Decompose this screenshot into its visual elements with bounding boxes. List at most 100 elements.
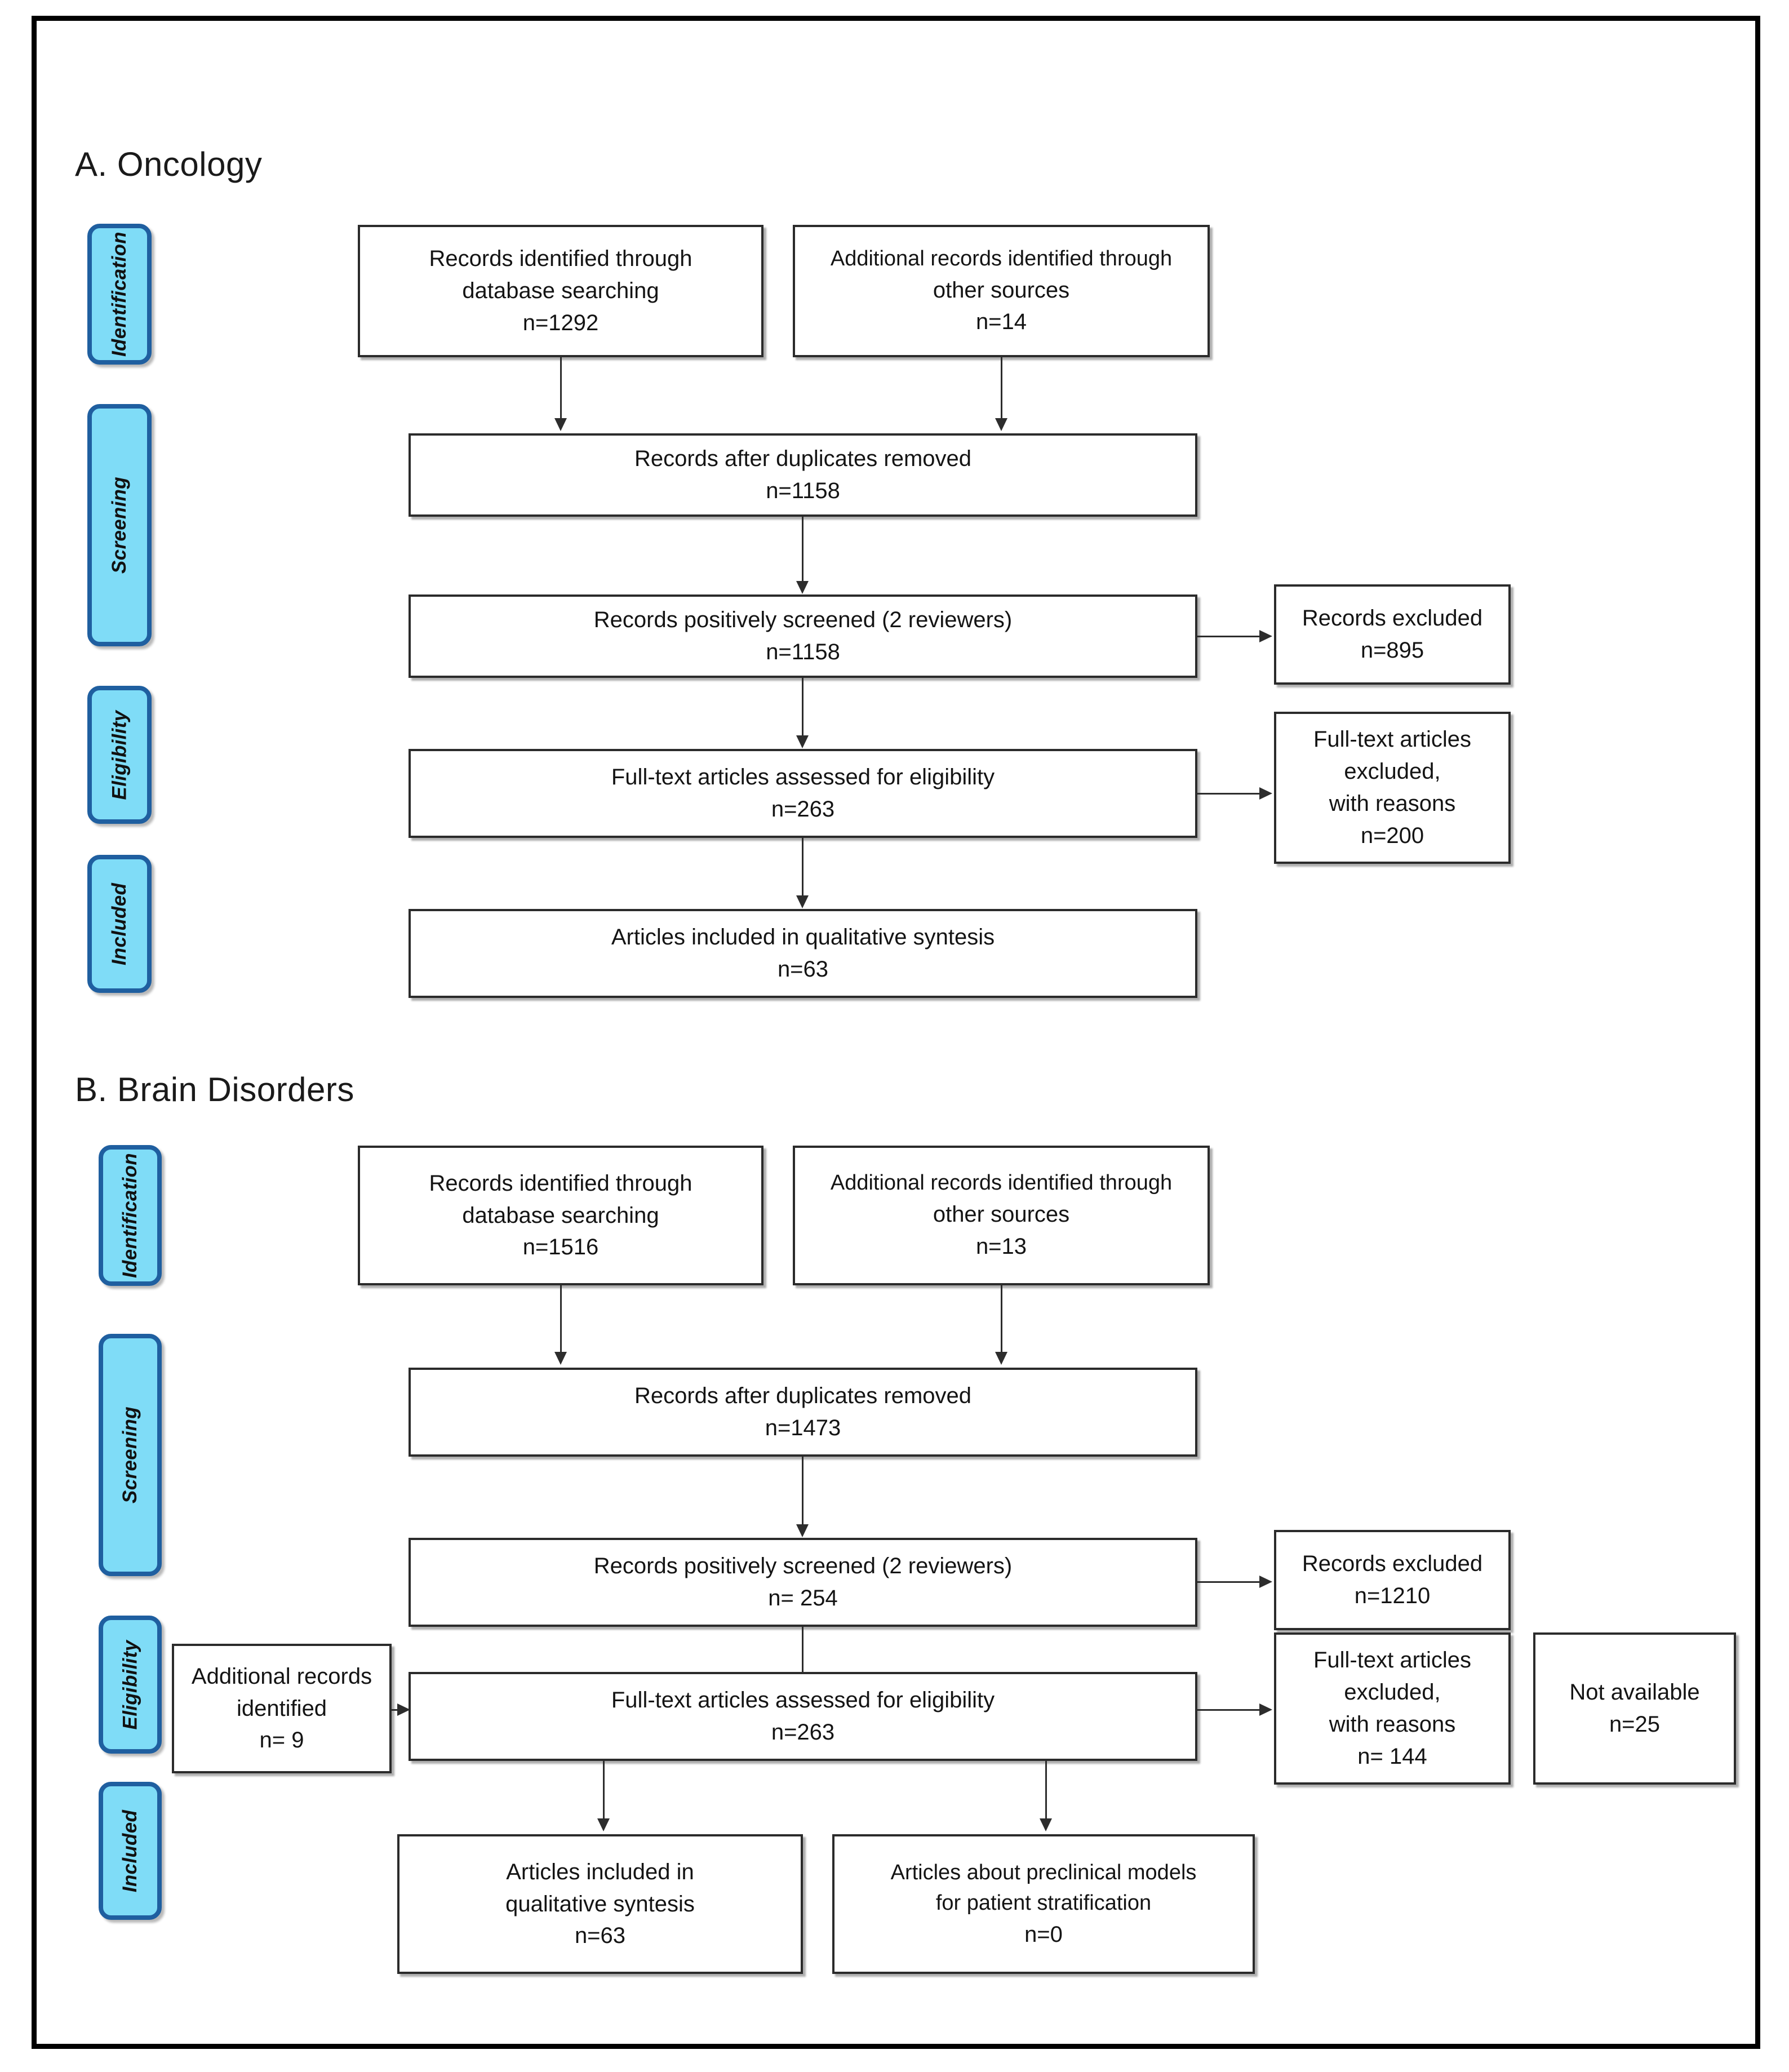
arrowhead-a-3 xyxy=(796,581,809,594)
connector-a-5 xyxy=(802,678,804,741)
box-line: Records identified through xyxy=(429,246,692,272)
connector-a-2 xyxy=(1001,357,1002,424)
box-line: Records after duplicates removed xyxy=(634,1383,972,1409)
connector-b-9 xyxy=(1045,1761,1047,1824)
box-line: excluded, xyxy=(1344,1680,1441,1705)
panel-a-stage-eligibility: Eligibility xyxy=(87,686,152,824)
arrowhead-a-1 xyxy=(554,418,567,431)
box-line: n=14 xyxy=(975,309,1027,335)
panel-a-box-records-screened: Records positively screened (2 reviewers… xyxy=(409,594,1197,678)
box-line: n=1292 xyxy=(522,310,599,335)
box-line: other sources xyxy=(933,1202,1070,1227)
box-line: n=263 xyxy=(771,1720,835,1745)
arrowhead-a-7 xyxy=(796,895,809,908)
arrowhead-b-7 xyxy=(1259,1703,1272,1716)
panel-a-box-fulltext-excluded: Full-text articles excluded, with reason… xyxy=(1274,712,1511,864)
arrowhead-b-2 xyxy=(995,1352,1007,1365)
box-line: n=895 xyxy=(1360,638,1424,663)
box-line: n=0 xyxy=(1024,1922,1063,1947)
box-line: Full-text articles xyxy=(1313,727,1472,752)
arrowhead-a-4 xyxy=(1259,630,1272,642)
stage-label: Eligibility xyxy=(108,710,130,800)
panel-b-box-included-qualitative: Articles included in qualitative syntesi… xyxy=(397,1834,803,1974)
box-line: Records identified through xyxy=(429,1170,692,1196)
panel-b-stage-eligibility: Eligibility xyxy=(99,1616,162,1754)
box-line: Additional records identified through xyxy=(830,1171,1173,1195)
stage-label: Identification xyxy=(119,1153,141,1278)
panel-b-stage-screening: Screening xyxy=(99,1334,162,1576)
box-line: Articles included in xyxy=(506,1859,694,1884)
connector-b-2 xyxy=(1001,1285,1002,1357)
box-line: n=1158 xyxy=(766,478,840,503)
figure-outer-frame: A. Oncology Identification Screening Eli… xyxy=(32,16,1760,2049)
box-line: Articles about preclinical models xyxy=(890,1860,1197,1884)
panel-a-box-records-identified-other: Additional records identified through ot… xyxy=(793,225,1210,357)
panel-b-box-fulltext-assessed: Full-text articles assessed for eligibil… xyxy=(409,1672,1197,1761)
box-line: n= 254 xyxy=(768,1586,838,1610)
box-line: qualitative syntesis xyxy=(505,1891,695,1916)
box-line: with reasons xyxy=(1329,1712,1456,1737)
box-line: Full-text articles xyxy=(1313,1648,1472,1673)
connector-a-3 xyxy=(802,517,804,587)
connector-a-6 xyxy=(1197,793,1265,795)
box-line: Records positively screened (2 reviewers… xyxy=(593,1554,1013,1579)
panel-b-box-records-identified-other: Additional records identified through ot… xyxy=(793,1146,1210,1285)
box-line: n= 9 xyxy=(259,1728,304,1753)
panel-a-box-records-identified-database: Records identified through database sear… xyxy=(358,225,763,357)
panel-b-box-records-excluded: Records excluded n=1210 xyxy=(1274,1530,1511,1630)
stage-label: Screening xyxy=(119,1407,141,1503)
panel-a-stage-screening: Screening xyxy=(87,404,152,646)
box-line: n=1158 xyxy=(766,640,840,664)
box-line: n=25 xyxy=(1609,1712,1661,1737)
panel-b-box-not-available: Not available n=25 xyxy=(1533,1632,1736,1785)
panel-a-stage-identification: Identification xyxy=(87,224,152,365)
panel-a-box-after-duplicates: Records after duplicates removed n=1158 xyxy=(409,433,1197,517)
stage-label: Included xyxy=(119,1809,141,1892)
box-line: excluded, xyxy=(1344,759,1441,784)
box-line: n= 144 xyxy=(1357,1743,1427,1769)
panel-b-box-additional-records-identified: Additional records identified n= 9 xyxy=(172,1644,392,1773)
box-line: Full-text articles assessed for eligibil… xyxy=(611,765,995,790)
connector-b-8 xyxy=(603,1761,605,1824)
panel-b-box-after-duplicates: Records after duplicates removed n=1473 xyxy=(409,1368,1197,1457)
box-line: for patient stratification xyxy=(935,1891,1152,1915)
box-line: Not available xyxy=(1569,1680,1700,1705)
connector-b-4 xyxy=(1197,1581,1265,1583)
box-line: Additional records xyxy=(191,1663,372,1689)
connector-a-7 xyxy=(802,838,804,901)
box-line: Articles included in qualitative syntesi… xyxy=(611,925,995,950)
connector-b-5 xyxy=(802,1627,804,1681)
box-line: Additional records identified through xyxy=(830,246,1173,270)
panel-b-stage-identification: Identification xyxy=(99,1145,162,1286)
box-line: database searching xyxy=(462,1203,659,1228)
box-line: n=1473 xyxy=(765,1416,841,1440)
connector-b-3 xyxy=(802,1457,804,1530)
box-line: Records after duplicates removed xyxy=(634,446,972,472)
box-line: n=13 xyxy=(975,1234,1027,1259)
box-line: identified xyxy=(236,1696,327,1721)
box-line: n=63 xyxy=(574,1923,626,1949)
box-line: Records excluded xyxy=(1302,1551,1483,1577)
arrowhead-a-2 xyxy=(995,418,1007,431)
panel-b-box-fulltext-excluded: Full-text articles excluded, with reason… xyxy=(1274,1632,1511,1785)
connector-b-1 xyxy=(560,1285,562,1357)
arrowhead-b-1 xyxy=(554,1352,567,1365)
panel-b-box-preclinical-models: Articles about preclinical models for pa… xyxy=(832,1834,1255,1974)
box-line: n=200 xyxy=(1360,823,1424,848)
stage-label: Included xyxy=(108,882,131,965)
panel-a-box-included-qualitative: Articles included in qualitative syntesi… xyxy=(409,909,1197,998)
panel-a-stage-included: Included xyxy=(87,855,152,993)
arrowhead-a-6 xyxy=(1259,787,1272,800)
panel-b-title: B. Brain Disorders xyxy=(75,1071,354,1108)
box-line: with reasons xyxy=(1329,791,1456,816)
box-line: n=63 xyxy=(777,957,829,982)
box-line: n=1516 xyxy=(522,1235,599,1260)
arrowhead-b-9 xyxy=(1040,1818,1052,1831)
stage-label: Eligibility xyxy=(119,1640,141,1729)
box-line: database searching xyxy=(462,278,659,304)
panel-a-box-fulltext-assessed: Full-text articles assessed for eligibil… xyxy=(409,749,1197,838)
panel-a-title: A. Oncology xyxy=(75,145,263,183)
arrowhead-a-5 xyxy=(796,735,809,748)
box-line: Full-text articles assessed for eligibil… xyxy=(611,1688,995,1713)
